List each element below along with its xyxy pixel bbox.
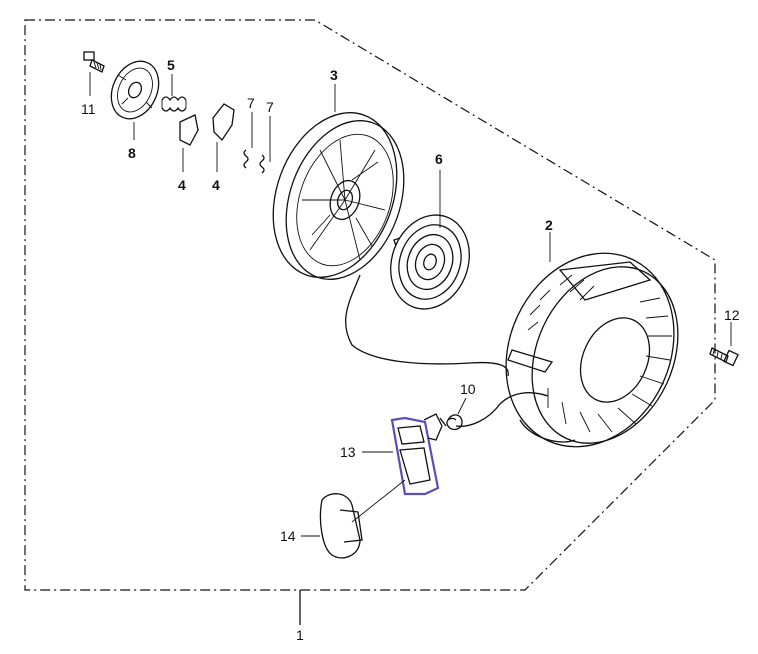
callout-8: 8 xyxy=(128,145,136,161)
bolt-12 xyxy=(709,322,739,367)
callout-2: 2 xyxy=(545,217,553,233)
spring-7a xyxy=(243,112,253,169)
callout-6: 6 xyxy=(435,151,443,167)
callout-1: 1 xyxy=(296,627,304,643)
rope-to-handle xyxy=(455,392,549,427)
callout-3: 3 xyxy=(330,67,338,83)
callout-7b: 7 xyxy=(266,99,274,115)
callout-13: 13 xyxy=(340,444,356,460)
callout-7a: 7 xyxy=(247,95,255,111)
grip-14 xyxy=(301,479,406,559)
spring-7b xyxy=(259,116,271,174)
insert-highlight-outline xyxy=(390,416,440,496)
ratchet-plate-8 xyxy=(110,60,160,140)
callout-12: 12 xyxy=(724,307,740,323)
starter-case-2 xyxy=(505,232,679,448)
recoil-spring-6 xyxy=(390,170,470,310)
ratchet-4b xyxy=(212,103,235,172)
assembly-frame xyxy=(24,19,716,591)
starter-rope xyxy=(344,274,509,377)
spring-5 xyxy=(161,74,187,112)
handle-insert-13 xyxy=(362,413,443,496)
callout-14: 14 xyxy=(280,528,296,544)
callout-10: 10 xyxy=(460,381,476,397)
reel-3 xyxy=(272,84,405,280)
callout-4b: 4 xyxy=(212,177,220,193)
callout-5: 5 xyxy=(167,57,175,73)
callout-11: 11 xyxy=(81,101,96,117)
rope-knot-10 xyxy=(439,397,467,431)
bolt-11 xyxy=(83,51,105,96)
ratchet-4a xyxy=(179,114,199,172)
callout-4a: 4 xyxy=(178,177,186,193)
